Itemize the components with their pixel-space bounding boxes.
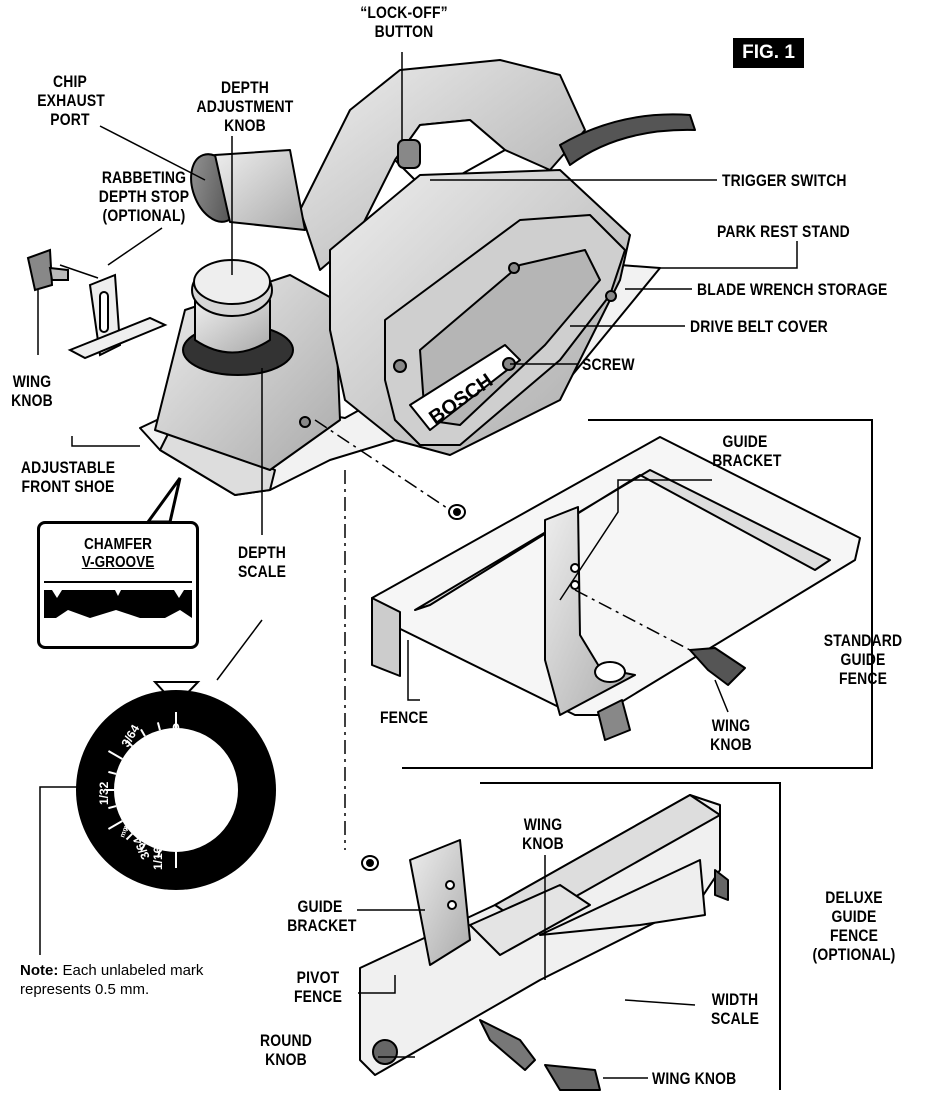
label-screw: SCREW (582, 355, 635, 374)
dial-tick (108, 770, 117, 775)
callout-pointer (145, 477, 182, 524)
dial-tick (156, 849, 161, 858)
label-wing-knob-bottom: WING KNOB (652, 1069, 737, 1088)
dial-tick (108, 805, 117, 810)
dial-mark-1-0: 1.0 (122, 809, 144, 835)
label-blade-wrench-storage: BLADE WRENCH STORAGE (697, 280, 888, 299)
dial-mark-1-32: 1/32 (97, 781, 111, 805)
dial-tick (107, 750, 123, 760)
assembly-lines (314, 419, 691, 850)
callout-title: CHAMFER V-GROOVE (81, 536, 155, 571)
dial-tick (140, 728, 146, 737)
dial-mark-1-16: 1/16 (151, 846, 165, 870)
dial-mark-mm: mm (119, 825, 130, 839)
dial-mark-0: 0 (172, 720, 180, 736)
chamfer-v-groove-callout: CHAMFER V-GROOVE (37, 521, 199, 649)
rabbeting-depth-stop (26, 248, 168, 360)
label-fence: FENCE (380, 708, 429, 727)
label-trigger-switch: TRIGGER SWITCH (722, 171, 847, 190)
fence-brackets (402, 419, 873, 1090)
dial-tick (125, 833, 133, 841)
leader-lines (37, 52, 798, 1079)
planer-tool (139, 59, 696, 496)
dial-tick (125, 739, 133, 747)
dial-tick (107, 820, 123, 830)
note-body: Each unlabeled mark represents 0.5 mm. (20, 962, 204, 998)
label-drive-belt-cover: DRIVE BELT COVER (690, 317, 828, 336)
dial-tick (156, 722, 161, 731)
standard-guide-fence-drawing (371, 436, 861, 741)
dial-tick (140, 843, 146, 852)
label-lock-off-button: “LOCK-OFF”BUTTON (360, 3, 448, 41)
figure-tag: FIG. 1 (733, 38, 804, 68)
deluxe-guide-fence-drawing (359, 794, 729, 1091)
note-text: Note: Each unlabeled mark represents 0.5… (20, 961, 220, 999)
note-bold: Note: (20, 962, 59, 979)
depth-scale-dial: 0 3/64 1/32 1.0 mm 3/64 1/16 (76, 681, 276, 890)
v-groove-profile (44, 581, 192, 630)
label-park-rest-stand: PARK REST STAND (717, 222, 850, 241)
